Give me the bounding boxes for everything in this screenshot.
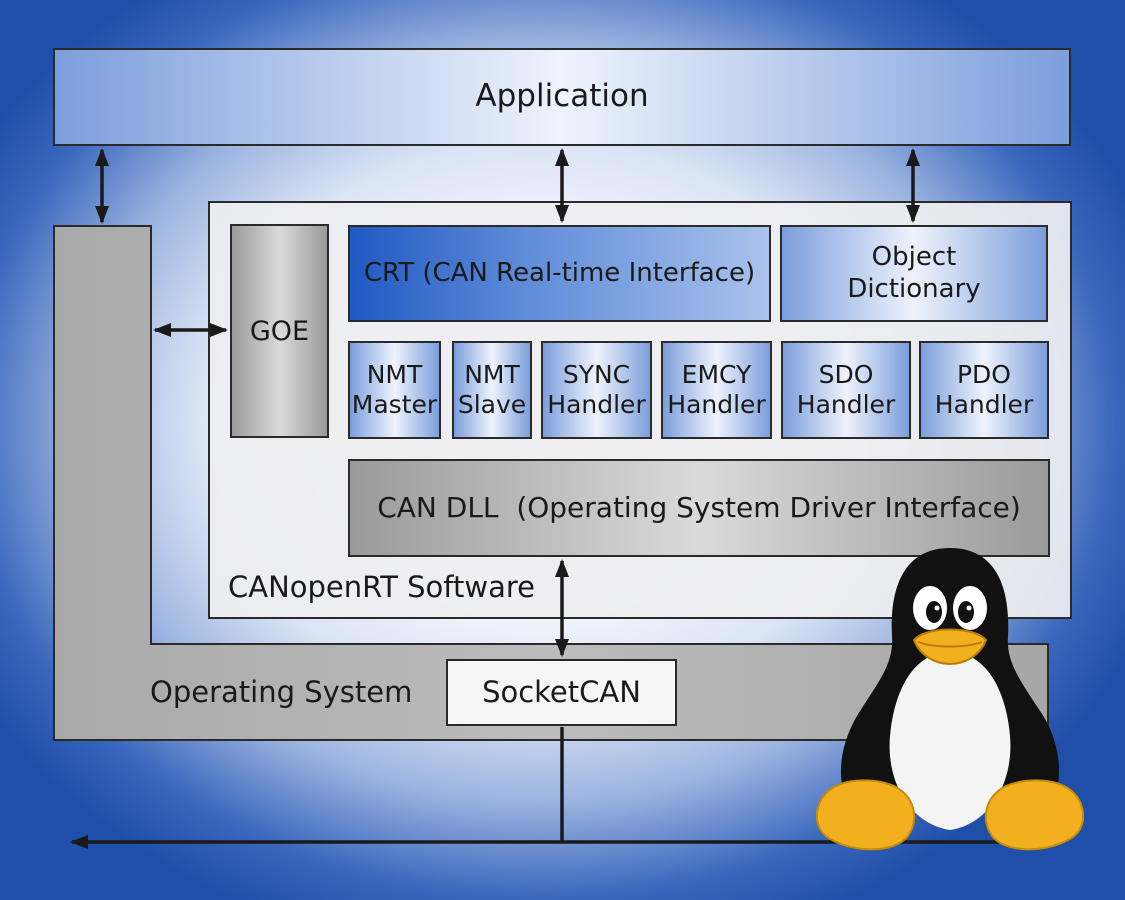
socketcan-box: SocketCAN: [446, 659, 677, 726]
object-dictionary-box: Object Dictionary: [780, 225, 1048, 322]
goe-box: GOE: [230, 224, 329, 438]
operating-system-label: Operating System: [150, 675, 413, 709]
can-dll-box: CAN DLL (Operating System Driver Interfa…: [348, 459, 1050, 557]
emcy-handler-box: EMCY Handler: [661, 341, 772, 439]
nmt-slave-box: NMT Slave: [452, 341, 532, 439]
linux-penguin-icon: [815, 548, 1085, 851]
nmt-master-box: NMT Master: [348, 341, 441, 439]
canopenrt-software-label: CANopenRT Software: [228, 570, 535, 604]
pdo-handler-box: PDO Handler: [919, 341, 1049, 439]
sdo-handler-box: SDO Handler: [781, 341, 911, 439]
crt-box: CRT (CAN Real-time Interface): [348, 225, 771, 322]
application-box: Application: [53, 48, 1071, 146]
sync-handler-box: SYNC Handler: [541, 341, 652, 439]
